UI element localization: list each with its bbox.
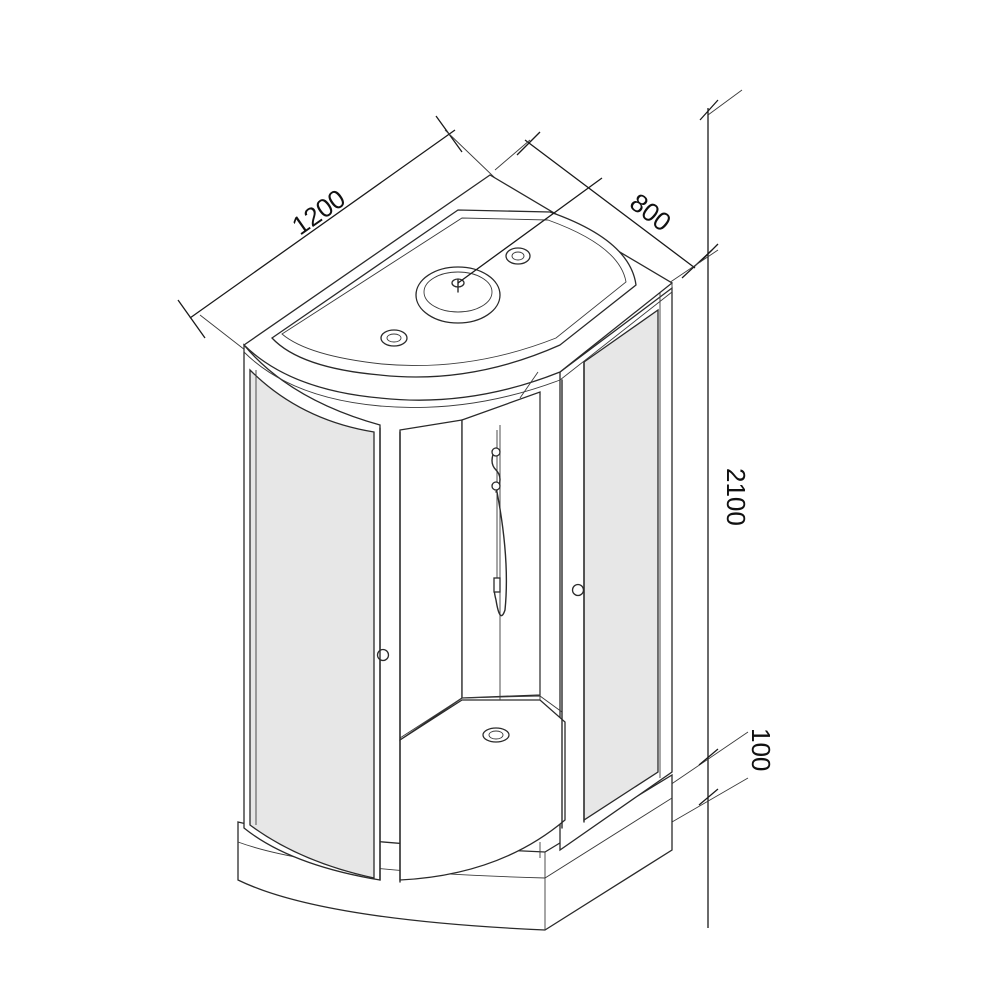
roof-light-left [380,329,408,347]
cabin-roof [242,174,674,408]
dimension-depth-label: 800 [624,187,677,237]
right-door-handle [571,583,585,597]
dimension-base: 100 [669,728,776,823]
floor-drain [482,727,510,743]
dimension-height: 2100 [665,89,751,928]
rain-shower-head [415,266,501,324]
dimension-width-label: 1200 [286,183,351,241]
dimension-base-label: 100 [746,728,776,771]
roof-light-right [505,247,531,265]
hand-shower [491,430,508,617]
left-glass-door [249,368,375,879]
dimension-height-label: 2100 [721,468,751,526]
left-door-handle [376,648,390,662]
cabin-interior [379,361,585,883]
right-glass-door [583,308,659,822]
